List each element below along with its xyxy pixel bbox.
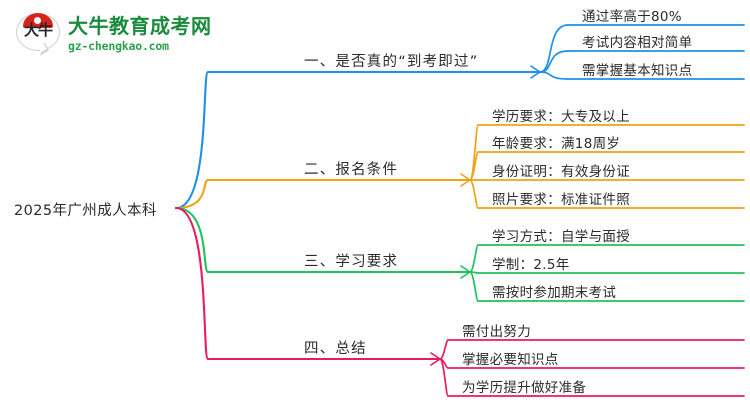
connector-path xyxy=(539,71,569,80)
red-cap-shape xyxy=(23,13,53,28)
mindmap-leaf-node-1-2[interactable]: 考试内容相对简单 xyxy=(582,35,693,51)
mindmap-leaf-node-2-2[interactable]: 年龄要求：满18周岁 xyxy=(492,136,621,152)
connector-path xyxy=(469,179,479,209)
mindmap-leaf-node-3-3[interactable]: 需按时参加期末考试 xyxy=(492,285,617,301)
logo-mark-icon: 大牛 xyxy=(14,11,62,58)
mindmap-branch-node-4[interactable]: 四、总结 xyxy=(304,341,367,357)
logo-title: 大牛教育成考网 xyxy=(68,13,212,38)
logo-subtitle-url: gz-chengkao.com xyxy=(68,38,169,53)
mindmap-leaf-node-4-1[interactable]: 需付出努力 xyxy=(462,324,531,340)
logo-text-group: 大牛教育成考网 gz-chengkao.com xyxy=(68,16,212,53)
mindmap-leaf-node-1-1[interactable]: 通过率高于80% xyxy=(582,9,682,25)
mindmap-leaf-node-4-2[interactable]: 掌握必要知识点 xyxy=(462,352,559,368)
mindmap-leaf-node-3-1[interactable]: 学习方式：自学与面授 xyxy=(492,229,630,245)
mindmap-leaf-node-4-3[interactable]: 为学历提升做好准备 xyxy=(462,380,587,396)
mindmap-leaf-node-2-1[interactable]: 学历要求：大专及以上 xyxy=(492,109,630,125)
connector-path xyxy=(174,206,442,361)
mindmap-branch-node-1[interactable]: 一、是否真的“到考即过” xyxy=(304,54,479,70)
connector-path xyxy=(439,339,449,360)
connector-path xyxy=(469,271,479,302)
mindmap-branch-node-2[interactable]: 二、报名条件 xyxy=(304,162,399,178)
connector-path xyxy=(174,70,542,210)
connector-path xyxy=(439,358,449,397)
mindmap-branch-node-3[interactable]: 三、学习要求 xyxy=(304,254,399,270)
mindmap-leaf-node-2-3[interactable]: 身份证明：有效身份证 xyxy=(492,164,630,180)
logo-mark-label: 大牛 xyxy=(23,21,53,39)
connector-path xyxy=(539,24,569,73)
mindmap-leaf-node-1-3[interactable]: 需掌握基本知识点 xyxy=(582,63,693,79)
mindmap-leaf-node-2-4[interactable]: 照片要求：标准证件照 xyxy=(492,192,630,208)
connector-path xyxy=(469,244,479,273)
mindmap-root-node[interactable]: 2025年广州成人本科 xyxy=(14,203,157,219)
mindmap-leaf-node-3-2[interactable]: 学制：2.5年 xyxy=(492,257,570,273)
connector-path xyxy=(174,178,472,210)
site-logo[interactable]: 大牛 大牛教育成考网 gz-chengkao.com xyxy=(14,8,211,60)
connector-path xyxy=(174,206,472,274)
